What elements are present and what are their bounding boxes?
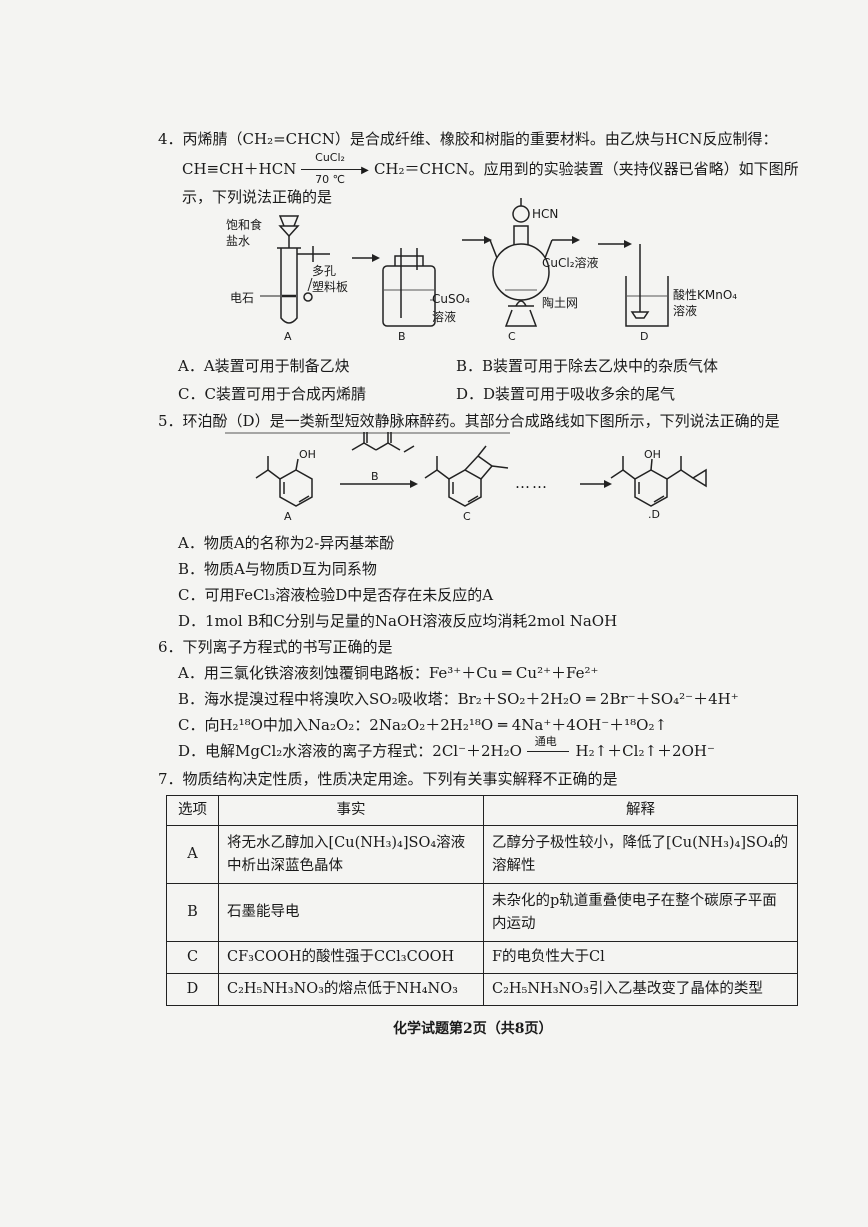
q4-eq-tail: 。应用到的实验装置（夹持仪器已省略）如下图所: [468, 160, 799, 178]
table-row: A 将无水乙醇加入[Cu(NH₃)₄]SO₄溶液中析出深蓝色晶体 乙醇分子极性较…: [166, 825, 798, 884]
q7-row-c-reason: F的电负性大于Cl: [483, 941, 798, 974]
table-row: C CF₃COOH的酸性强于CCl₃COOH F的电负性大于Cl: [166, 941, 798, 974]
q4-option-a[interactable]: A．A装置可用于制备乙炔: [178, 357, 350, 375]
q4-label-cucl2: CuCl₂溶液: [542, 256, 599, 270]
q6-option-d-arrow: 通电: [526, 735, 571, 760]
q5-synthesis-route: [225, 432, 707, 507]
q4-option-c[interactable]: C．C装置可用于合成丙烯腈: [178, 385, 366, 403]
q4-eq-left: CH≡CH＋HCN: [182, 160, 297, 178]
q5-option-a[interactable]: A．物质A的名称为2-异丙基苯酚: [178, 534, 395, 552]
q7-header-option: 选项: [166, 795, 219, 826]
q7-header-fact: 事实: [218, 795, 484, 826]
q4-option-d[interactable]: D．D装置可用于吸收多余的尾气: [456, 385, 676, 403]
q5-option-c[interactable]: C．可用FeCl₃溶液检验D中是否存在未反应的A: [178, 586, 494, 604]
q4-label-cuso4: CuSO₄: [432, 292, 470, 306]
q4-stem-line3: 示，下列说法正确的是: [182, 188, 333, 206]
q4-label-gauze: 陶土网: [542, 296, 579, 310]
q7-row-d-fact: C₂H₅NH₃NO₃的熔点低于NH₄NO₃: [218, 973, 484, 1006]
q4-eq-catalyst: CuCl₂: [315, 151, 345, 164]
q6-option-a[interactable]: A．用三氯化铁溶液刻蚀覆铜电路板：Fe³⁺＋Cu ═ Cu²⁺＋Fe²⁺: [178, 664, 599, 682]
q6-option-c[interactable]: C．向H₂¹⁸O中加入Na₂O₂：2Na₂O₂＋2H₂¹⁸O ═ 4Na⁺＋4O…: [178, 716, 668, 734]
q6-option-d-cond: 通电: [534, 735, 557, 748]
q4-tag-c: C: [508, 330, 516, 343]
q7-row-a-option: A: [166, 825, 219, 884]
q7-table-header: 选项 事实 解释: [166, 795, 798, 826]
q4-apparatus-figure: [260, 198, 669, 327]
q5-label-c: C: [463, 510, 471, 523]
q4-equation: CH≡CH＋HCN CuCl₂ ▶ 70 ℃ CH₂＝CHCN。应用到的实验装置…: [182, 151, 799, 186]
q5-option-b[interactable]: B．物质A与物质D互为同系物: [178, 560, 377, 578]
q7-header-reason: 解释: [483, 795, 798, 826]
q4-label-porous: 多孔: [312, 264, 337, 278]
q5-stem: 5．环泊酚（D）是一类新型短效静脉麻醉药。其部分合成路线如下图所示，下列说法正确…: [158, 412, 780, 430]
q4-eq-arrow: CuCl₂ ▶ 70 ℃: [301, 151, 369, 186]
q5-label-d: .D: [648, 508, 660, 521]
q7-row-b-fact: 石墨能导电: [218, 883, 484, 942]
table-row: D C₂H₅NH₃NO₃的熔点低于NH₄NO₃ C₂H₅NH₃NO₃引入乙基改变…: [166, 973, 798, 1006]
q4-tag-d: D: [640, 330, 649, 343]
q5-label-a: A: [284, 510, 292, 523]
q7-row-c-option: C: [166, 941, 219, 974]
q4-label-brine: 饱和食: [226, 218, 263, 232]
page-footer: 化学试题第2页（共8页）: [393, 1021, 553, 1037]
q4-tag-b: B: [398, 330, 406, 343]
q7-row-b-option: B: [166, 883, 219, 942]
q7-row-d-option: D: [166, 973, 219, 1006]
q6-stem: 6．下列离子方程式的书写正确的是: [158, 638, 393, 656]
q4-label-porous-2: 塑料板: [312, 280, 349, 294]
q6-option-b[interactable]: B．海水提溴过程中将溴吹入SO₂吸收塔：Br₂＋SO₂＋2H₂O ═ 2Br⁻＋…: [178, 690, 739, 708]
q4-label-cuso4-2: 溶液: [432, 310, 457, 324]
q7-stem: 7．物质结构决定性质，性质决定用途。下列有关事实解释不正确的是: [158, 770, 618, 788]
q5-oh-a: OH: [299, 448, 316, 461]
q4-label-kmno4-2: 溶液: [673, 304, 698, 318]
q4-tag-a: A: [284, 330, 292, 343]
q7-row-c-fact: CF₃COOH的酸性强于CCl₃COOH: [218, 941, 484, 974]
q5-reagent-b: B: [371, 470, 379, 483]
q7-row-a-reason: 乙醇分子极性较小，降低了[Cu(NH₃)₄]SO₄的溶解性: [483, 825, 798, 884]
q6-option-d[interactable]: D．电解MgCl₂水溶液的离子方程式：2Cl⁻＋2H₂O 通电 H₂↑＋Cl₂↑…: [178, 735, 715, 761]
q4-eq-temp: 70 ℃: [315, 173, 346, 186]
table-row: B 石墨能导电 未杂化的p轨道重叠使电子在整个碳原子平面内运动: [166, 883, 798, 942]
q4-label-carbide: 电石: [230, 291, 255, 305]
q5-oh-d: OH: [644, 448, 661, 461]
q7-table: 选项 事实 解释 A 将无水乙醇加入[Cu(NH₃)₄]SO₄溶液中析出深蓝色晶…: [166, 795, 798, 1006]
q6-option-d-suffix: H₂↑＋Cl₂↑＋2OH⁻: [575, 742, 715, 760]
q5-dots: ……: [515, 474, 549, 492]
q7-row-b-reason: 未杂化的p轨道重叠使电子在整个碳原子平面内运动: [483, 883, 798, 942]
q4-label-kmno4: 酸性KMnO₄: [673, 288, 738, 302]
q4-stem-line1: 4．丙烯腈（CH₂=CHCN）是合成纤维、橡胶和树脂的重要材料。由乙炔与HCN反…: [158, 130, 778, 148]
q5-option-d[interactable]: D．1mol B和C分别与足量的NaOH溶液反应均消耗2mol NaOH: [178, 612, 618, 630]
q4-label-hcn: HCN: [532, 207, 559, 221]
q6-option-d-prefix: D．电解MgCl₂水溶液的离子方程式：2Cl⁻＋2H₂O: [178, 742, 522, 760]
q7-row-a-fact: 将无水乙醇加入[Cu(NH₃)₄]SO₄溶液中析出深蓝色晶体: [218, 825, 484, 884]
q7-row-d-reason: C₂H₅NH₃NO₃引入乙基改变了晶体的类型: [483, 973, 798, 1006]
q4-eq-right: CH₂＝CHCN: [373, 160, 469, 178]
q4-option-b[interactable]: B．B装置可用于除去乙炔中的杂质气体: [456, 357, 719, 375]
q4-label-brine-2: 盐水: [226, 234, 251, 248]
